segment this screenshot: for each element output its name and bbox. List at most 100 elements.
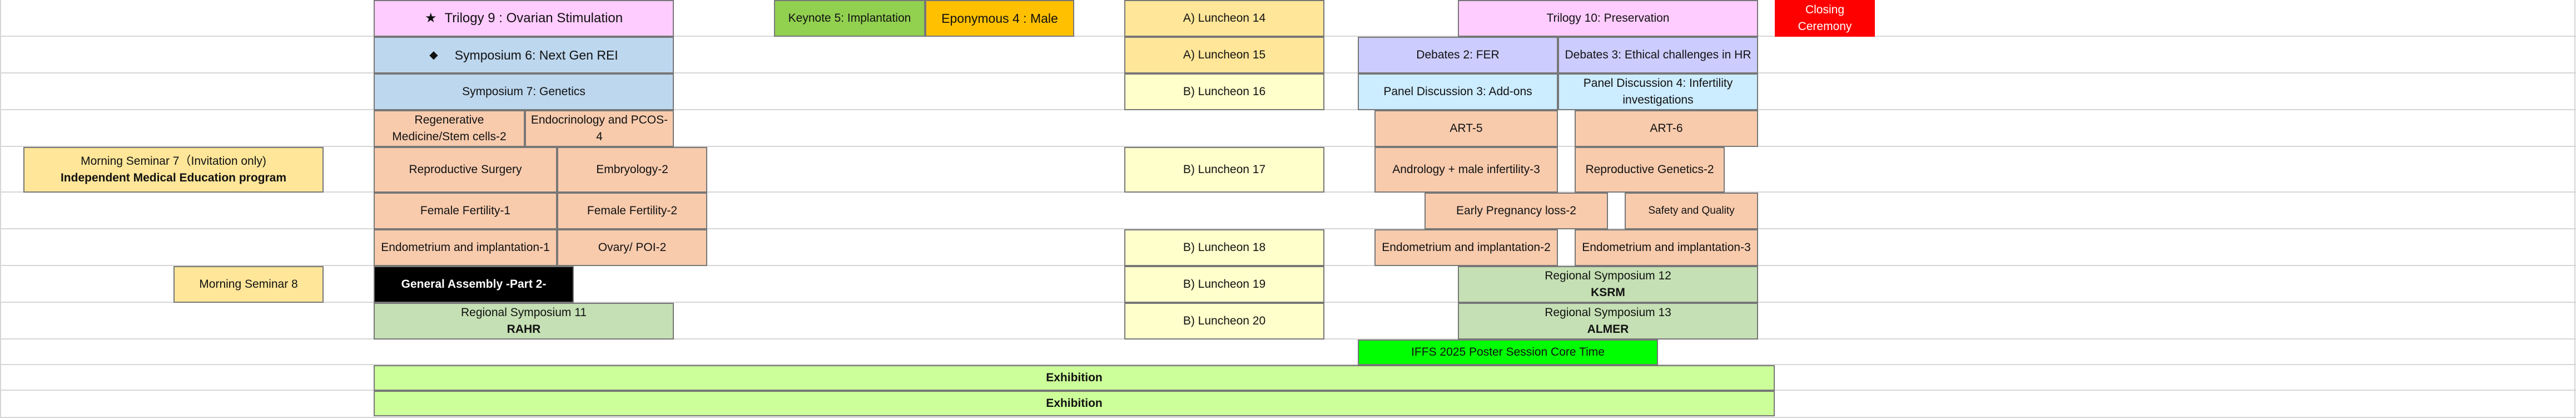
session-panel-3[interactable]: Panel Discussion 3: Add-ons [1358, 73, 1558, 110]
session-label: Embryology-2 [596, 163, 668, 176]
session-general-assembly[interactable]: General Assembly -Part 2- [374, 266, 574, 303]
session-label: Ceremony [1798, 20, 1852, 33]
session-label: Andrology + male infertility-3 [1392, 163, 1540, 176]
grid-row [0, 110, 2576, 147]
session-label: investigations [1622, 94, 1694, 106]
session-label: Morning Seminar 8 [199, 278, 298, 291]
session-label: ART-5 [1450, 122, 1483, 135]
session-label: Endometrium and implantation-1 [381, 241, 550, 254]
session-label: General Assembly -Part 2- [401, 278, 547, 291]
session-keynote-5[interactable]: Keynote 5: Implantation [774, 0, 925, 37]
session-luncheon-a14[interactable]: A) Luncheon 14 [1124, 0, 1324, 37]
session-label: IFFS 2025 Poster Session Core Time [1411, 346, 1605, 358]
session-label: Eponymous 4 : Male [941, 11, 1058, 26]
session-label: Symposium 7: Genetics [462, 85, 585, 98]
session-label: Symposium 6: Next Gen REI [454, 48, 618, 62]
session-label: Endocrinology and PCOS-4 [530, 114, 668, 143]
session-label: B) Luncheon 20 [1183, 314, 1266, 327]
session-endometrium-2[interactable]: Endometrium and implantation-2 [1374, 229, 1558, 266]
session-luncheon-b20[interactable]: B) Luncheon 20 [1124, 303, 1324, 340]
session-label: Female Fertility-1 [420, 204, 511, 217]
session-regenerative-medicine[interactable]: Regenerative Medicine/Stem cells-2 [374, 110, 525, 147]
grid-row [0, 391, 2576, 418]
session-safety-quality[interactable]: Safety and Quality [1625, 193, 1758, 229]
session-label: Regenerative [414, 114, 484, 126]
session-luncheon-b16[interactable]: B) Luncheon 16 [1124, 73, 1324, 110]
session-morning-seminar-7[interactable]: Morning Seminar 7（Invitation only) Indep… [23, 147, 324, 193]
session-reproductive-surgery[interactable]: Reproductive Surgery [374, 147, 557, 193]
session-label: Keynote 5: Implantation [788, 12, 911, 24]
session-label: Medicine/Stem cells-2 [392, 130, 507, 143]
session-label: Safety and Quality [1648, 205, 1735, 217]
session-debates-2[interactable]: Debates 2: FER [1358, 37, 1558, 73]
session-label: Panel Discussion 4: Infertility [1583, 77, 1733, 90]
session-art-5[interactable]: ART-5 [1374, 110, 1558, 147]
session-label: Regional Symposium 12 [1545, 269, 1671, 282]
session-label: B) Luncheon 17 [1183, 163, 1266, 176]
session-female-fertility-1[interactable]: Female Fertility-1 [374, 193, 557, 229]
session-luncheon-b19[interactable]: B) Luncheon 19 [1124, 266, 1324, 303]
session-label: Trilogy 9 : Ovarian Stimulation [444, 11, 623, 26]
session-label: Closing [1805, 3, 1845, 16]
session-luncheon-b17[interactable]: B) Luncheon 17 [1124, 147, 1324, 193]
session-label: Morning Seminar 7（Invitation only) [81, 155, 266, 168]
session-label: Independent Medical Education program [60, 171, 287, 184]
session-label: Panel Discussion 3: Add-ons [1383, 85, 1532, 98]
session-label: A) Luncheon 15 [1183, 48, 1266, 61]
session-eponymous-4[interactable]: Eponymous 4 : Male [925, 0, 1074, 37]
session-endometrium-3[interactable]: Endometrium and implantation-3 [1575, 229, 1758, 266]
session-panel-4[interactable]: Panel Discussion 4: Infertility investig… [1558, 73, 1758, 110]
session-label: Reproductive Surgery [409, 163, 522, 176]
session-exhibition[interactable]: Exhibition [374, 391, 1775, 416]
session-label: Endometrium and implantation-3 [1582, 241, 1751, 254]
grid-column-line [2574, 0, 2575, 418]
session-regional-11[interactable]: Regional Symposium 11 RAHR [374, 303, 674, 340]
session-label: Exhibition [1046, 397, 1103, 410]
session-label: Female Fertility-2 [587, 204, 678, 217]
session-reproductive-genetics[interactable]: Reproductive Genetics-2 [1575, 147, 1725, 193]
session-luncheon-b18[interactable]: B) Luncheon 18 [1124, 229, 1324, 266]
session-symposium-7[interactable]: Symposium 7: Genetics [374, 73, 674, 110]
session-exhibition[interactable]: Exhibition [374, 365, 1775, 391]
grid-row [0, 193, 2576, 229]
session-endometrium-1[interactable]: Endometrium and implantation-1 [374, 229, 557, 266]
session-label: Debates 2: FER [1416, 48, 1500, 61]
session-debates-3[interactable]: Debates 3: Ethical challenges in HR [1558, 37, 1758, 73]
session-label: Early Pregnancy loss-2 [1456, 204, 1576, 217]
diamond-icon: ◆ [429, 49, 438, 61]
session-endocrinology-pcos[interactable]: Endocrinology and PCOS-4 [525, 110, 674, 147]
session-andrology[interactable]: Andrology + male infertility-3 [1374, 147, 1558, 193]
session-embryology-2[interactable]: Embryology-2 [557, 147, 707, 193]
session-label: Trilogy 10: Preservation [1546, 12, 1670, 24]
star-icon: ★ [424, 11, 437, 26]
grid-column-line [0, 0, 1, 418]
session-regional-13[interactable]: Regional Symposium 13 ALMER [1458, 303, 1758, 340]
session-female-fertility-2[interactable]: Female Fertility-2 [557, 193, 707, 229]
session-art-6[interactable]: ART-6 [1575, 110, 1758, 147]
session-closing-ceremony[interactable]: Closing Ceremony [1775, 0, 1875, 37]
session-label: Debates 3: Ethical challenges in HR [1565, 48, 1751, 61]
session-label: Endometrium and implantation-2 [1382, 241, 1551, 254]
session-symposium-6[interactable]: ◆ Symposium 6: Next Gen REI [374, 37, 674, 73]
session-label: B) Luncheon 18 [1183, 241, 1266, 254]
session-ovary-poi[interactable]: Ovary/ POI-2 [557, 229, 707, 266]
session-morning-seminar-8[interactable]: Morning Seminar 8 [173, 266, 324, 303]
session-label: RAHR [507, 323, 541, 336]
session-trilogy-10[interactable]: Trilogy 10: Preservation [1458, 0, 1758, 37]
session-early-pregnancy-loss[interactable]: Early Pregnancy loss-2 [1425, 193, 1608, 229]
session-label: Ovary/ POI-2 [598, 241, 667, 254]
session-label: Reproductive Genetics-2 [1585, 163, 1714, 176]
grid-row [0, 340, 2576, 365]
session-trilogy-9[interactable]: ★ Trilogy 9 : Ovarian Stimulation [374, 0, 674, 37]
session-luncheon-a15[interactable]: A) Luncheon 15 [1124, 37, 1324, 73]
session-label: B) Luncheon 16 [1183, 85, 1266, 98]
session-label: Regional Symposium 13 [1545, 306, 1671, 319]
session-poster-core-time[interactable]: IFFS 2025 Poster Session Core Time [1358, 340, 1658, 365]
session-regional-12[interactable]: Regional Symposium 12 KSRM [1458, 266, 1758, 303]
session-label: KSRM [1591, 286, 1625, 299]
session-label: ART-6 [1650, 122, 1683, 135]
session-label: Regional Symposium 11 [460, 306, 587, 319]
session-label: A) Luncheon 14 [1183, 12, 1266, 24]
session-label: ALMER [1587, 323, 1629, 336]
session-label: Exhibition [1046, 371, 1103, 384]
